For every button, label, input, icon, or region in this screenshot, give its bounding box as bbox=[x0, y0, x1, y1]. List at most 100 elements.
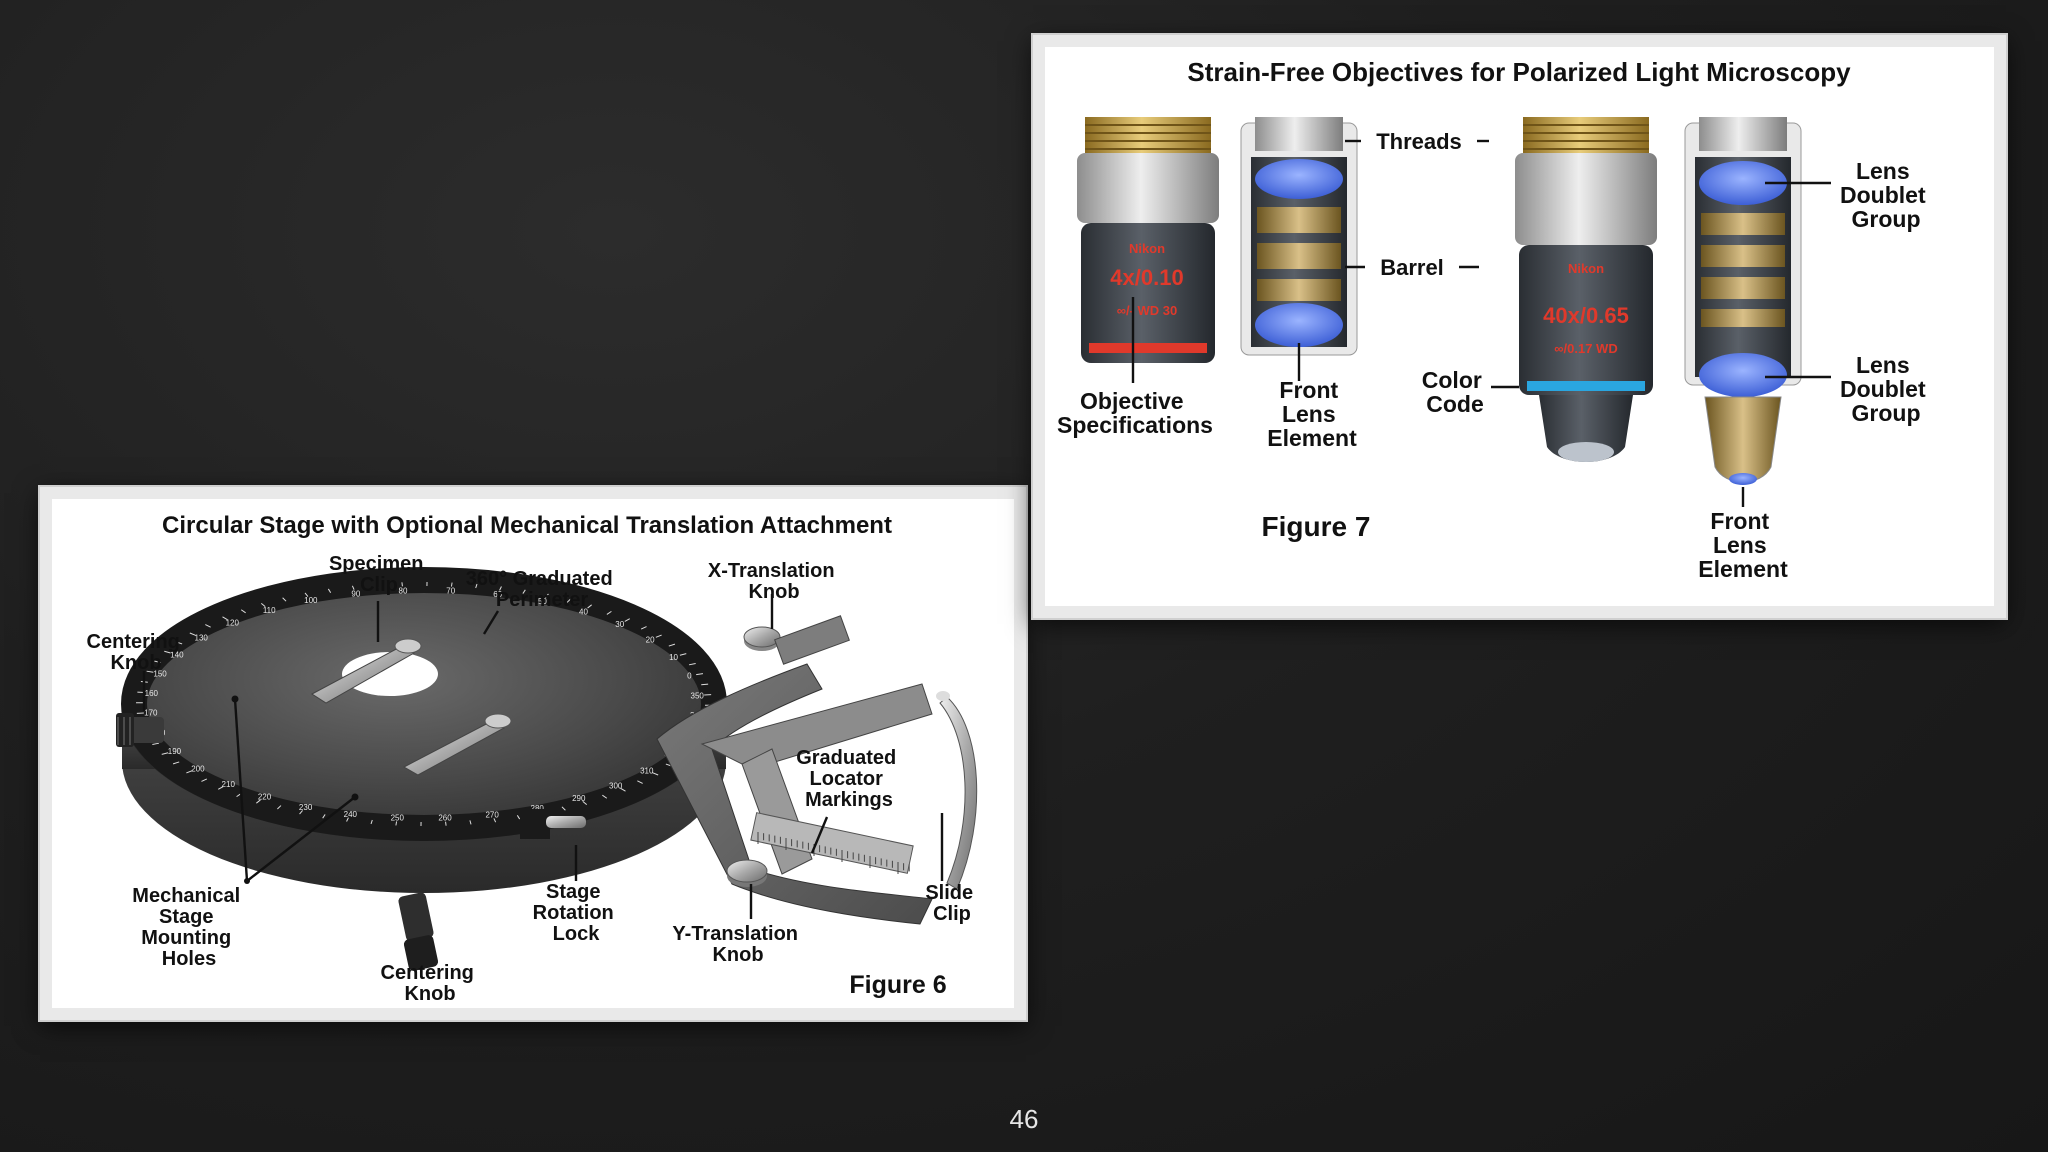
scale-tick bbox=[582, 800, 588, 806]
objective-4x-cutaway bbox=[1240, 117, 1358, 356]
label-graduated-locator: Graduated Locator Markings bbox=[796, 747, 902, 811]
scale-tick bbox=[561, 806, 566, 811]
front-lens-element bbox=[1255, 303, 1343, 347]
centering-knob-left bbox=[116, 713, 164, 747]
scale-tick bbox=[624, 618, 631, 622]
scale-tick bbox=[701, 683, 709, 686]
scale-number: 90 bbox=[351, 590, 360, 599]
scale-tick bbox=[469, 820, 472, 825]
scale-tick bbox=[637, 780, 643, 784]
scale-number: 220 bbox=[258, 793, 272, 802]
figure-7-illustration: Strain-Free Objectives for Polarized Lig… bbox=[1057, 57, 1932, 582]
scale-tick bbox=[652, 772, 659, 776]
scale-tick bbox=[640, 626, 647, 630]
scale-tick bbox=[376, 583, 379, 588]
scale-number: 140 bbox=[170, 651, 184, 660]
scale-tick bbox=[516, 815, 521, 820]
scale-tick bbox=[475, 583, 478, 589]
scale-tick bbox=[277, 805, 282, 810]
scale-tick bbox=[395, 821, 398, 826]
objective-40x-cutaway bbox=[1684, 117, 1802, 485]
scale-tick bbox=[655, 634, 662, 638]
color-band-red bbox=[1089, 343, 1207, 353]
scale-tick bbox=[222, 616, 228, 621]
label-graduated-perimeter: 360° Graduated Perimeter bbox=[466, 568, 619, 611]
label-barrel: Barrel bbox=[1380, 255, 1444, 280]
scale-number: 270 bbox=[485, 810, 499, 819]
objective-magnification: 4x/0.10 bbox=[1110, 265, 1183, 290]
label-color-code: Color Code bbox=[1422, 367, 1488, 417]
label-stage-rotation-lock: Stage Rotation Lock bbox=[533, 881, 620, 945]
scale-number: 50 bbox=[538, 597, 547, 606]
figure-7-leader-lines bbox=[1131, 139, 1831, 507]
scale-number: 70 bbox=[446, 587, 455, 596]
label-front-lens-left: Front Lens Element bbox=[1267, 377, 1357, 451]
scale-tick bbox=[154, 660, 162, 663]
label-specimen-clip: Specimen Clip bbox=[329, 553, 429, 596]
scale-number: 40 bbox=[579, 607, 588, 616]
label-lens-doublet-top: Lens Doublet Group bbox=[1840, 158, 1932, 232]
stage-aperture bbox=[342, 652, 438, 696]
label-centering-knob-left: Centering Knob bbox=[87, 631, 186, 674]
scale-tick bbox=[602, 794, 608, 799]
color-band-blue bbox=[1527, 381, 1645, 391]
scale-tick bbox=[152, 742, 160, 746]
scale-tick bbox=[445, 821, 447, 826]
label-threads: Threads bbox=[1376, 129, 1462, 154]
lens-doublet-group bbox=[1699, 161, 1787, 205]
scale-number: 310 bbox=[640, 766, 654, 775]
scale-tick bbox=[587, 604, 592, 609]
scale-tick bbox=[346, 817, 349, 822]
figure-6-illustration: Circular Stage with Optional Mechanical … bbox=[87, 512, 978, 1005]
stage-rotation-lock bbox=[520, 809, 586, 839]
scale-number: 260 bbox=[438, 814, 452, 823]
scale-tick bbox=[205, 624, 211, 628]
scale-tick bbox=[146, 670, 154, 673]
scale-tick bbox=[606, 610, 612, 615]
figure-7-card: Strain-Free Objectives for Polarized Lig… bbox=[1033, 35, 2006, 618]
label-x-translation-knob: X-Translation Knob bbox=[708, 560, 840, 603]
objective-brand: Nikon bbox=[1129, 241, 1165, 256]
scale-tick bbox=[164, 650, 171, 654]
scale-number: 210 bbox=[222, 780, 236, 789]
scale-tick bbox=[217, 786, 224, 790]
scale-tick bbox=[260, 602, 266, 608]
figure-7-title: Strain-Free Objectives for Polarized Lig… bbox=[1187, 57, 1851, 87]
scale-tick bbox=[327, 588, 332, 593]
scale-tick bbox=[304, 592, 309, 597]
figure-6-card: Circular Stage with Optional Mechanical … bbox=[40, 487, 1026, 1020]
lens-doublet-group bbox=[1699, 353, 1787, 397]
figure-6-leader-dots bbox=[231, 695, 359, 884]
scale-tick bbox=[201, 778, 208, 782]
objective-40x-exterior: Nikon 40x/0.65 ∞/0.17 WD bbox=[1515, 117, 1657, 462]
scale-number: 150 bbox=[153, 669, 167, 678]
scale-number: 170 bbox=[144, 709, 158, 718]
scale-number: 300 bbox=[609, 781, 623, 790]
scale-number: 80 bbox=[399, 586, 408, 595]
scale-number: 100 bbox=[304, 596, 318, 605]
label-slide-clip: Slide Clip bbox=[925, 882, 978, 925]
specimen-clip bbox=[311, 638, 512, 776]
scale-number: 130 bbox=[195, 634, 209, 643]
label-front-lens-right: Front Lens Element bbox=[1698, 508, 1788, 582]
scale-tick bbox=[499, 586, 502, 591]
objective-magnification: 40x/0.65 bbox=[1543, 303, 1629, 328]
centering-knob-bottom bbox=[398, 892, 439, 971]
scale-tick bbox=[322, 814, 326, 819]
slide-clip bbox=[939, 696, 978, 890]
scale-tick bbox=[240, 609, 246, 614]
scale-tick bbox=[493, 818, 497, 823]
scale-number: 120 bbox=[226, 619, 240, 628]
circular-stage: 1801701601501401301201101009080706050403… bbox=[116, 567, 727, 971]
scale-tick bbox=[189, 632, 196, 636]
scale-tick bbox=[688, 662, 696, 666]
scale-tick bbox=[161, 752, 169, 755]
objective-4x-exterior: Nikon 4x/0.10 ∞/- WD 30 bbox=[1077, 117, 1219, 363]
scale-tick bbox=[679, 653, 687, 656]
scale-tick bbox=[450, 582, 453, 587]
scale-number: 60 bbox=[493, 590, 502, 599]
scale-number: 0 bbox=[687, 672, 692, 681]
scale-number: 280 bbox=[531, 804, 545, 813]
scale-number: 350 bbox=[691, 691, 705, 700]
label-mechanical-stage-holes: Mechanical Stage Mounting Holes bbox=[132, 885, 245, 970]
